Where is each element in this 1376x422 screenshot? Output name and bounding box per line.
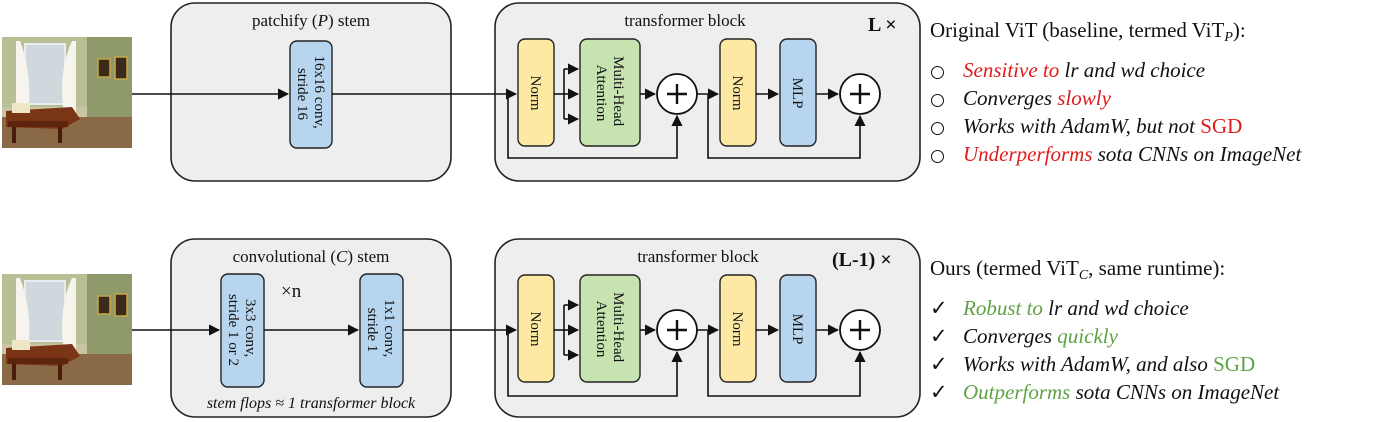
skip-connection-top-2: [707, 94, 866, 159]
mlp-box-bottom: MLP: [779, 274, 817, 383]
attn-branch-wires-bottom: [554, 299, 580, 361]
ours-panel-title: Ours (termed ViTC, same runtime):: [930, 256, 1226, 283]
baseline-item-2: Converges slowly: [930, 84, 1370, 112]
ours-item-2: ✓Converges quickly: [930, 324, 1118, 348]
transformer-block-title-bottom: transformer block: [637, 247, 759, 266]
stem-repeat-n: ×n: [281, 281, 302, 302]
residual-add-bottom-1: [656, 309, 698, 351]
svg-text:3x3 conv, stride 1 or: 3x3 conv, stride 1 or 2: [225, 294, 258, 366]
skip-connection-bottom-1: [507, 330, 683, 397]
patchify-stem-title: patchify (P) stem: [252, 11, 370, 30]
norm-box-bottom-2: Norm: [719, 274, 757, 383]
ours-summary-panel: Ours (termed ViTC, same runtime): ✓Robus…: [930, 254, 1370, 406]
circle-bullet-icon: [931, 93, 944, 107]
norm-box-bottom-1: Norm: [517, 274, 555, 383]
bottom-row: convolutional (C) stem 3x3 conv, stride …: [1, 238, 921, 418]
residual-add-top-2: [839, 73, 881, 115]
svg-text:Norm: Norm: [729, 76, 745, 111]
checkmark-icon: ✓: [930, 296, 948, 320]
residual-add-bottom-2: [839, 309, 881, 351]
baseline-item-1: Sensitive to lr and wd choice: [930, 56, 1370, 84]
input-image-bottom: [1, 273, 133, 386]
conv1x1-box: 1x1 conv, stride 1: [359, 273, 404, 388]
mlp-box-top: MLP: [779, 38, 817, 147]
svg-text:Norm: Norm: [729, 312, 745, 347]
svg-text:MLP: MLP: [789, 314, 805, 345]
svg-text:Multi-Head Attention: Multi-Head Attention: [593, 56, 626, 130]
circle-bullet-icon: [931, 149, 944, 163]
input-image-top: [1, 36, 133, 149]
conv3x3-box: 3x3 conv, stride 1 or 2: [220, 273, 265, 388]
transformer-block-title-top: transformer block: [624, 11, 746, 30]
skip-connection-top-1: [507, 94, 683, 159]
ours-item-4: ✓Outperforms sota CNNs on ImageNet: [930, 380, 1280, 404]
ours-item-1: ✓Robust to lr and wd choice: [930, 296, 1189, 320]
checkmark-icon: ✓: [930, 352, 948, 376]
circle-bullet-icon: [931, 121, 944, 135]
svg-text:Norm: Norm: [527, 76, 543, 111]
baseline-item-3: Works with AdamW, but not SGD: [930, 112, 1370, 140]
patchify-conv-box: 16x16 conv, stride 16: [289, 40, 333, 149]
repeat-count-top: L ×: [868, 14, 897, 36]
baseline-summary-panel: Original ViT (baseline, termed ViTP): Se…: [930, 16, 1370, 168]
checkmark-icon: ✓: [930, 380, 948, 404]
conv-stem-title: convolutional (C) stem: [233, 247, 390, 266]
attention-box-top: Multi-Head Attention: [579, 38, 641, 147]
baseline-item-4: Underperforms sota CNNs on ImageNet: [930, 140, 1370, 168]
top-row: patchify (P) stem 16x16 conv, stride 16 …: [1, 2, 921, 182]
ours-item-3: ✓Works with AdamW, and also SGD: [930, 352, 1256, 376]
svg-text:MLP: MLP: [789, 78, 805, 109]
checkmark-icon: ✓: [930, 324, 948, 348]
svg-text:16x16 conv, stride 16: 16x16 conv, stride 16: [294, 56, 327, 133]
skip-connection-bottom-2: [707, 330, 866, 397]
circle-bullet-icon: [931, 65, 944, 79]
svg-text:Norm: Norm: [527, 312, 543, 347]
attention-box-bottom: Multi-Head Attention: [579, 274, 641, 383]
svg-text:1x1 conv, stride 1: 1x1 conv, stride 1: [364, 299, 397, 361]
baseline-panel-title: Original ViT (baseline, termed ViTP):: [930, 18, 1246, 45]
norm-box-top-1: Norm: [517, 38, 555, 147]
svg-text:Multi-Head Attention: Multi-Head Attention: [593, 292, 626, 366]
residual-add-top-1: [656, 73, 698, 115]
attn-branch-wires-top: [554, 63, 580, 125]
norm-box-top-2: Norm: [719, 38, 757, 147]
stem-flops-note: stem flops ≈ 1 transformer block: [207, 395, 416, 412]
repeat-count-bottom: (L-1) ×: [832, 249, 892, 271]
